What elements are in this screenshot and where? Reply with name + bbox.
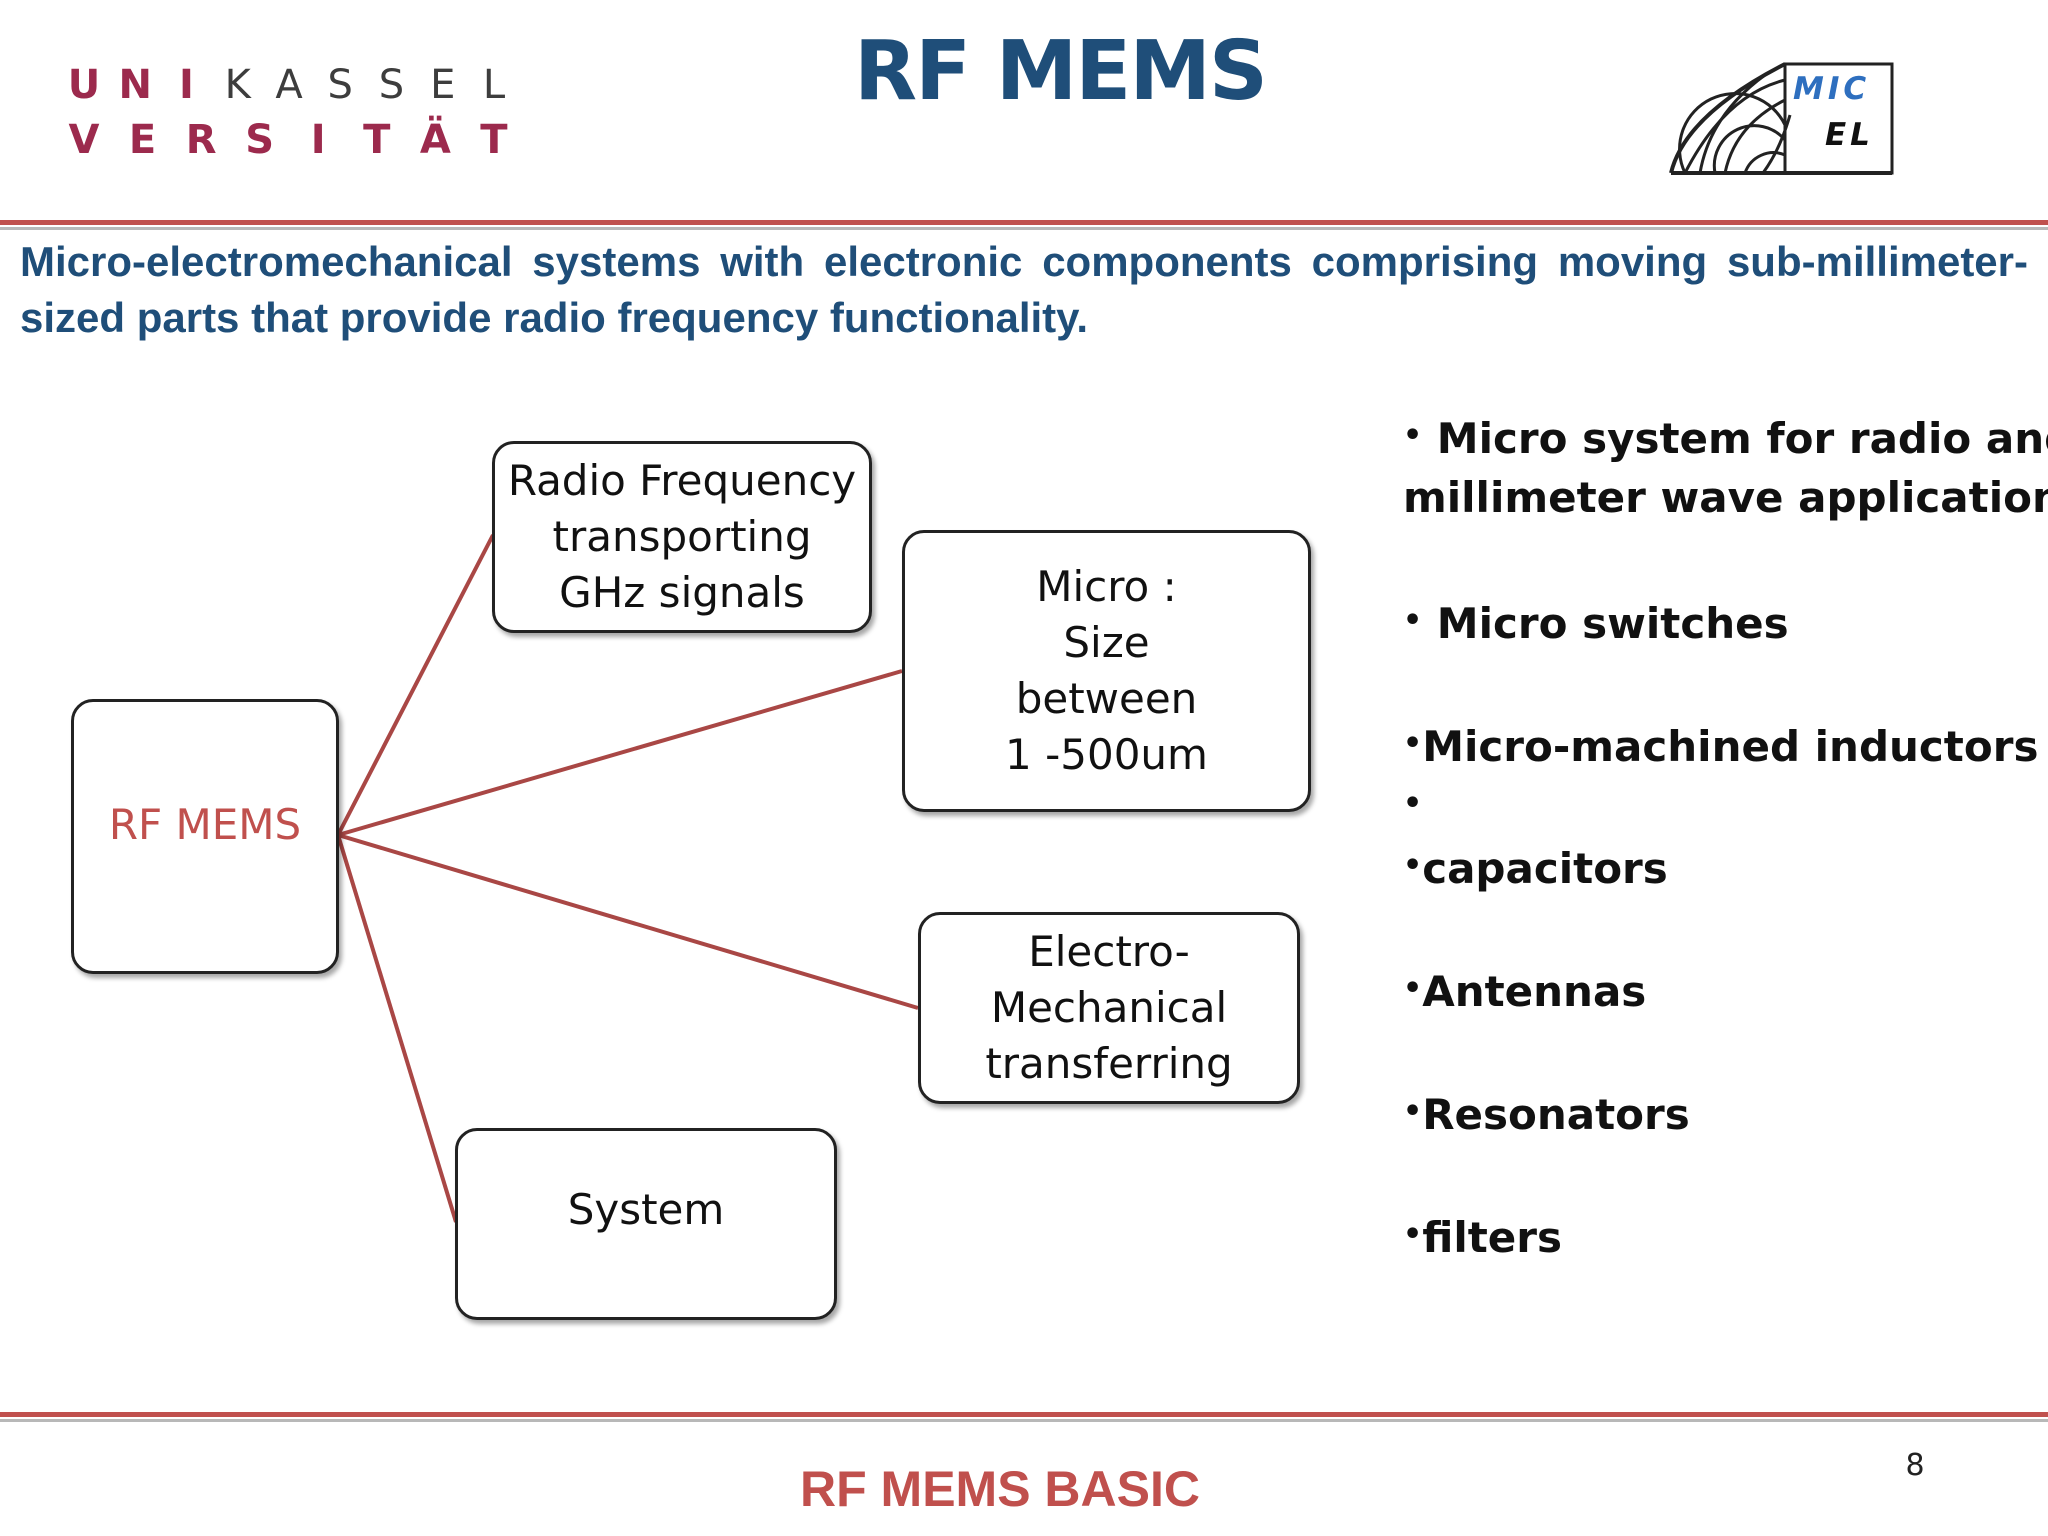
logo-letter: L — [482, 62, 506, 108]
connector-line — [336, 534, 495, 836]
bullet: • — [1403, 786, 1423, 821]
node-line: transferring — [985, 1039, 1233, 1088]
logo-letter: S — [378, 62, 405, 108]
logo-letter: I — [310, 117, 326, 163]
micel-logo-text-top: MIC — [1793, 71, 1871, 107]
feature-item: •Resonators — [1403, 1081, 1690, 1146]
page-number: 8 — [1905, 1448, 1925, 1483]
node-line: Electro- — [1028, 927, 1190, 976]
bullet: • — [1403, 418, 1423, 453]
feature-text: filters — [1422, 1213, 1562, 1262]
feature-item: •Micro-machined inductors — [1403, 713, 2038, 778]
feature-item-continuation: millimeter wave applications — [1403, 467, 2048, 529]
diagram-node-radio-frequency: Radio Frequency transporting GHz signals — [492, 441, 872, 633]
connector-line — [337, 669, 903, 837]
node-line: Radio Frequency — [507, 456, 857, 505]
feature-item: • Micro system for radio and — [1403, 405, 2048, 470]
feature-item: •capacitors — [1403, 835, 1668, 900]
footer-divider-shadow — [0, 1419, 2048, 1422]
bullet: • — [1403, 726, 1423, 761]
slide-title: RF MEMS — [854, 24, 1268, 119]
node-line: between — [1015, 674, 1198, 723]
bullet: • — [1403, 848, 1423, 883]
feature-text: Micro system for radio and — [1422, 414, 2048, 463]
logo-letter: S — [327, 62, 353, 108]
micel-logo: MIC EL — [1665, 55, 1900, 180]
diagram-root-label: RF MEMS — [108, 799, 302, 849]
footer-title: RF MEMS BASIC — [800, 1461, 1200, 1517]
bullet: • — [1403, 971, 1423, 1006]
university-logo: U N I K A S S E L V E R S I T Ä T — [64, 58, 524, 168]
logo-letter: T — [363, 117, 391, 163]
node-line: GHz signals — [559, 568, 805, 617]
bullet: • — [1403, 603, 1423, 638]
node-line: 1 -500um — [1005, 730, 1208, 779]
node-line: Size — [1063, 618, 1150, 667]
feature-text: Resonators — [1422, 1090, 1690, 1139]
logo-letter: K — [224, 62, 251, 108]
logo-letter: A — [275, 62, 303, 108]
header-divider — [0, 220, 2048, 225]
logo-letter: E — [430, 62, 456, 108]
logo-letter: V — [68, 117, 100, 163]
logo-letter: R — [185, 117, 217, 163]
logo-letter: T — [480, 117, 508, 163]
university-logo-row-1: U N I K A S S E L — [64, 58, 514, 113]
logo-letter: N — [118, 62, 152, 108]
micel-logo-graphic — [1669, 62, 1894, 175]
diagram-root-box: RF MEMS — [71, 699, 339, 974]
feature-text: Micro switches — [1422, 599, 1789, 648]
node-line: transporting — [552, 512, 812, 561]
university-logo-row-2: V E R S I T Ä T — [64, 113, 514, 168]
logo-letter: S — [245, 117, 275, 163]
node-line: System — [567, 1185, 725, 1234]
connector-line — [336, 834, 458, 1223]
logo-letter: E — [128, 117, 157, 163]
logo-letter: U — [67, 62, 101, 108]
feature-item: •filters — [1403, 1204, 1562, 1269]
logo-letter: I — [179, 62, 194, 108]
connector-line — [337, 833, 919, 1010]
bullet: • — [1403, 1217, 1423, 1252]
bullet: • — [1403, 1094, 1423, 1129]
feature-item: •Antennas — [1403, 958, 1646, 1023]
definition-text: Micro-electromechanical systems with ele… — [20, 238, 2028, 341]
logo-letter: Ä — [419, 117, 451, 163]
node-line: Mechanical — [990, 983, 1228, 1032]
diagram-node-micro-size: Micro : Size between 1 -500um — [902, 530, 1311, 812]
diagram-node-electro-mechanical: Electro- Mechanical transferring — [918, 912, 1300, 1104]
header-divider-shadow — [0, 227, 2048, 230]
node-line: Micro : — [1036, 562, 1177, 611]
footer-divider — [0, 1412, 2048, 1417]
feature-item: • — [1403, 773, 1422, 838]
diagram-node-system: System — [455, 1128, 837, 1320]
feature-text: Antennas — [1422, 967, 1647, 1016]
feature-text: millimeter wave applications — [1403, 473, 2048, 522]
feature-item: • Micro switches — [1403, 590, 1789, 655]
feature-text: capacitors — [1422, 844, 1668, 893]
micel-logo-text-bottom: EL — [1825, 117, 1874, 153]
feature-text: Micro-machined inductors — [1422, 722, 2039, 771]
